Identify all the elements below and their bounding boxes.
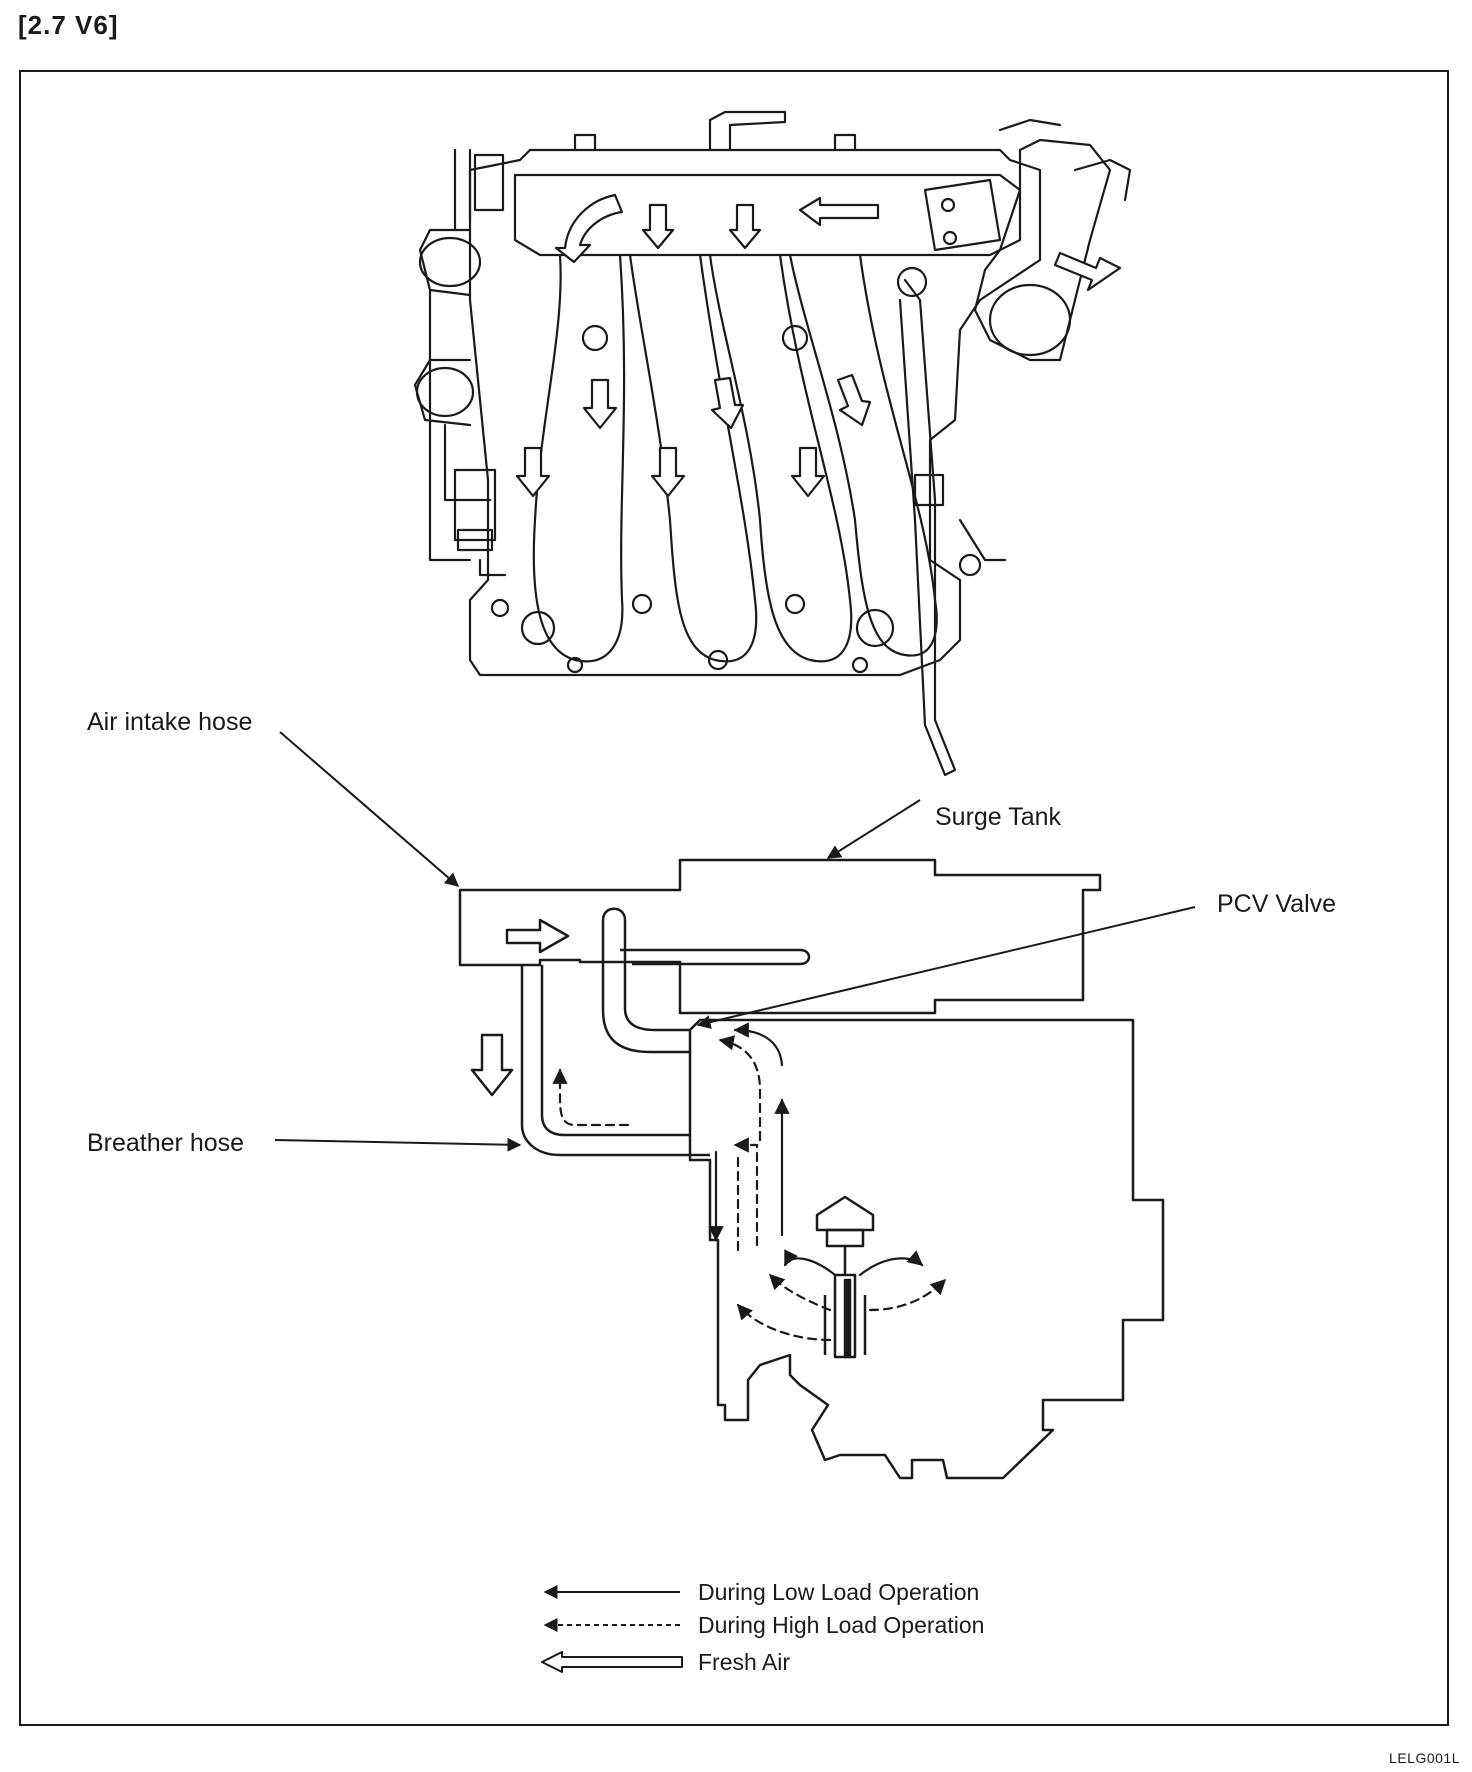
valve-flow-arrows (783, 1249, 924, 1277)
valve (815, 1195, 875, 1232)
high-load-flow (552, 1035, 947, 1342)
manifold-flow-arrows (515, 193, 1122, 498)
legend-low-load-label: During Low Load Operation (698, 1579, 979, 1605)
legend-fresh-air-arrow (541, 1651, 683, 1673)
intake-manifold-illustration (413, 110, 1132, 777)
runner-2 (628, 253, 758, 663)
label-air-intake-hose: Air intake hose (87, 708, 252, 736)
runner-1 (532, 253, 626, 663)
leader-lines (274, 731, 1196, 1152)
surge-tank-body (458, 858, 1102, 1015)
pcv-schematic (458, 858, 1165, 1480)
engine-block (688, 1018, 1165, 1480)
leader-surge-tank (826, 799, 921, 859)
leader-breather-hose (274, 1137, 522, 1152)
label-surge-tank: Surge Tank (935, 803, 1062, 831)
internal-tube (620, 948, 811, 966)
pcv-pipe (601, 907, 692, 1054)
plenum (513, 173, 1022, 257)
runner-3 (708, 253, 853, 663)
legend-high-load-label: During High Load Operation (698, 1612, 984, 1638)
figure-code: LELG001L (1389, 1750, 1460, 1766)
diagram-frame (19, 70, 1449, 1726)
leader-air-intake-hose (279, 731, 460, 887)
runner-4 (788, 253, 938, 657)
label-pcv-valve: PCV Valve (1217, 890, 1336, 918)
fresh-air-arrows (470, 918, 570, 1097)
breather-hose-path (520, 965, 690, 1157)
legend: During Low Load Operation During High Lo… (541, 1579, 984, 1675)
throttle-body (973, 138, 1112, 362)
label-breather-hose: Breather hose (87, 1129, 244, 1157)
leader-pcv-valve (696, 906, 1196, 1029)
page-heading: [2.7 V6] (18, 10, 119, 40)
legend-fresh-air-label: Fresh Air (698, 1649, 790, 1675)
low-load-flow (708, 1022, 790, 1242)
